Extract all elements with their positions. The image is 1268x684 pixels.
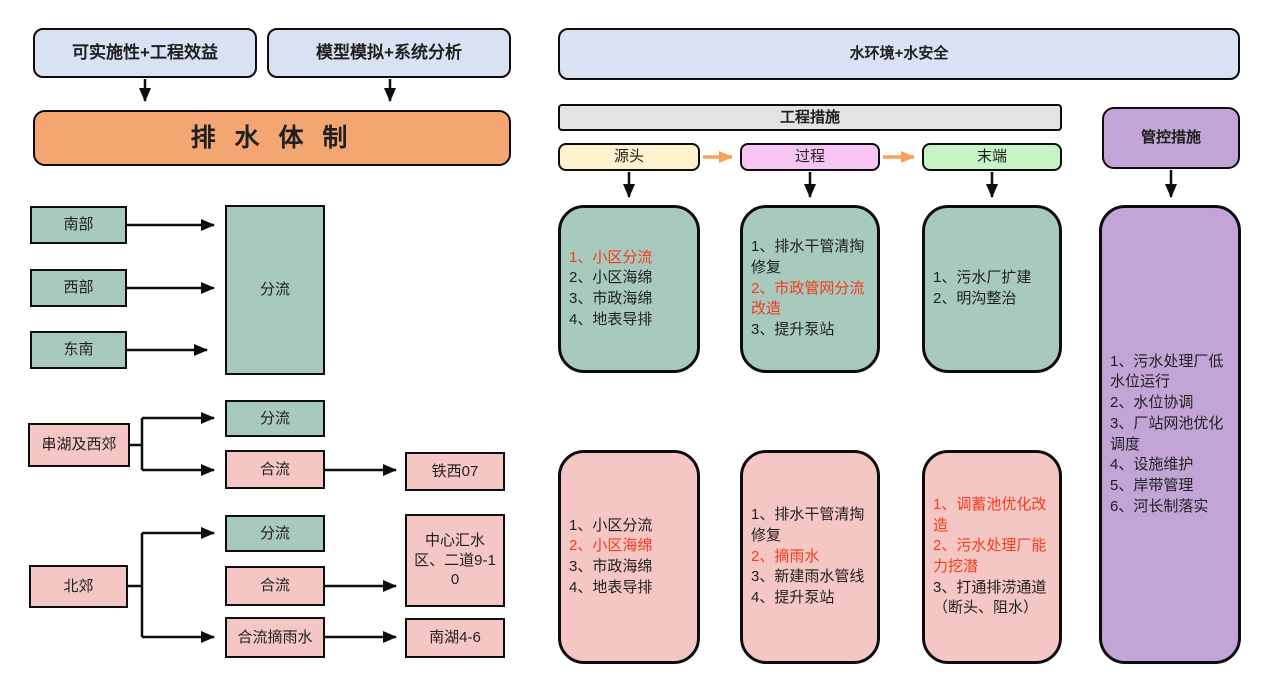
list-item: 1、小区分流: [569, 248, 653, 266]
beijiao-separate: 分流: [225, 515, 325, 552]
chip-stage-terminal: 末端: [922, 143, 1062, 171]
list-item: 1、小区分流: [569, 516, 653, 534]
panel-source-bottom: 1、小区分流 2、小区海绵 3、市政海绵 4、地表导排: [558, 450, 700, 664]
list-item: 2、小区海绵: [569, 269, 653, 287]
box-feasibility: 可实施性+工程效益: [33, 28, 257, 78]
box-separate-main: 分流: [225, 205, 325, 375]
panel-terminal-top: 1、污水厂扩建 2、明沟整治: [922, 205, 1062, 373]
list-item: 4、提升泵站: [751, 589, 835, 607]
beijiao-combined: 合流: [225, 566, 325, 606]
list-item: 5、岸带管理: [1110, 476, 1194, 494]
list-item: 4、地表导排: [569, 310, 653, 328]
list-item: 4、设施维护: [1110, 456, 1194, 474]
list-item: 1、污水处理厂低水位运行: [1110, 352, 1224, 391]
list-item: 1、排水干管清掏修复: [751, 506, 865, 544]
region-southeast: 东南: [30, 331, 127, 369]
list-item: 1、污水厂扩建: [933, 269, 1032, 287]
box-control-measures: 管控措施: [1102, 107, 1240, 169]
beijiao-target-combined: 中心汇水区、二道9-10: [405, 514, 505, 607]
list-item: 2、小区海绵: [569, 537, 653, 555]
list-item: 1、调蓄池优化改造: [933, 495, 1047, 534]
bar-engineering-measures: 工程措施: [558, 104, 1062, 131]
list-item: 3、市政海绵: [569, 558, 653, 575]
list-item: 2、污水处理厂能力挖潜: [933, 537, 1047, 575]
chip-stage-source: 源头: [558, 143, 700, 171]
header-water-environment-safety: 水环境+水安全: [558, 28, 1240, 80]
list-item: 6、河长制落实: [1110, 497, 1209, 515]
group-chuanhu-label: 串湖及西郊: [28, 423, 130, 467]
region-west: 西部: [30, 269, 127, 307]
list-item: 2、市政管网分流改造: [751, 279, 865, 318]
panel-process-top: 1、排水干管清掏修复 2、市政管网分流改造 3、提升泵站: [740, 205, 880, 373]
group-beijiao-label: 北郊: [29, 565, 128, 608]
list-item: 2、水位协调: [1110, 394, 1194, 412]
beijiao-combined-rain: 合流摘雨水: [225, 617, 325, 658]
list-item: 4、地表导排: [569, 578, 653, 596]
beijiao-target-rain: 南湖4-6: [405, 618, 505, 658]
chip-stage-process: 过程: [740, 143, 880, 171]
chuanhu-target: 铁西07: [405, 452, 505, 491]
list-item: 3、新建雨水管线: [751, 568, 865, 586]
list-item: 3、打通排涝通道（断头、阻水）: [933, 578, 1047, 617]
list-item: 3、市政海绵: [569, 290, 653, 307]
chuanhu-separate: 分流: [225, 400, 325, 437]
panel-control-measures: 1、污水处理厂低水位运行 2、水位协调 3、厂站网池优化调度 4、设施维护 5、…: [1099, 205, 1241, 664]
panel-terminal-bottom: 1、调蓄池优化改造 2、污水处理厂能力挖潜 3、打通排涝通道（断头、阻水）: [922, 450, 1062, 664]
list-item: 2、摘雨水: [751, 547, 820, 565]
region-south: 南部: [30, 206, 127, 244]
list-item: 2、明沟整治: [933, 290, 1017, 307]
box-model-analysis: 模型模拟+系统分析: [267, 28, 511, 78]
panel-process-bottom: 1、排水干管清掏修复 2、摘雨水 3、新建雨水管线 4、提升泵站: [740, 450, 880, 664]
panel-source-top: 1、小区分流 2、小区海绵 3、市政海绵 4、地表导排: [558, 205, 700, 373]
chuanhu-combined: 合流: [225, 450, 325, 489]
target-label: 中心汇水区、二道9-10: [414, 532, 496, 589]
box-drainage-system: 排 水 体 制: [33, 110, 511, 166]
list-item: 1、排水干管清掏修复: [751, 238, 865, 276]
list-item: 3、提升泵站: [751, 321, 835, 339]
list-item: 3、厂站网池优化调度: [1110, 414, 1224, 453]
